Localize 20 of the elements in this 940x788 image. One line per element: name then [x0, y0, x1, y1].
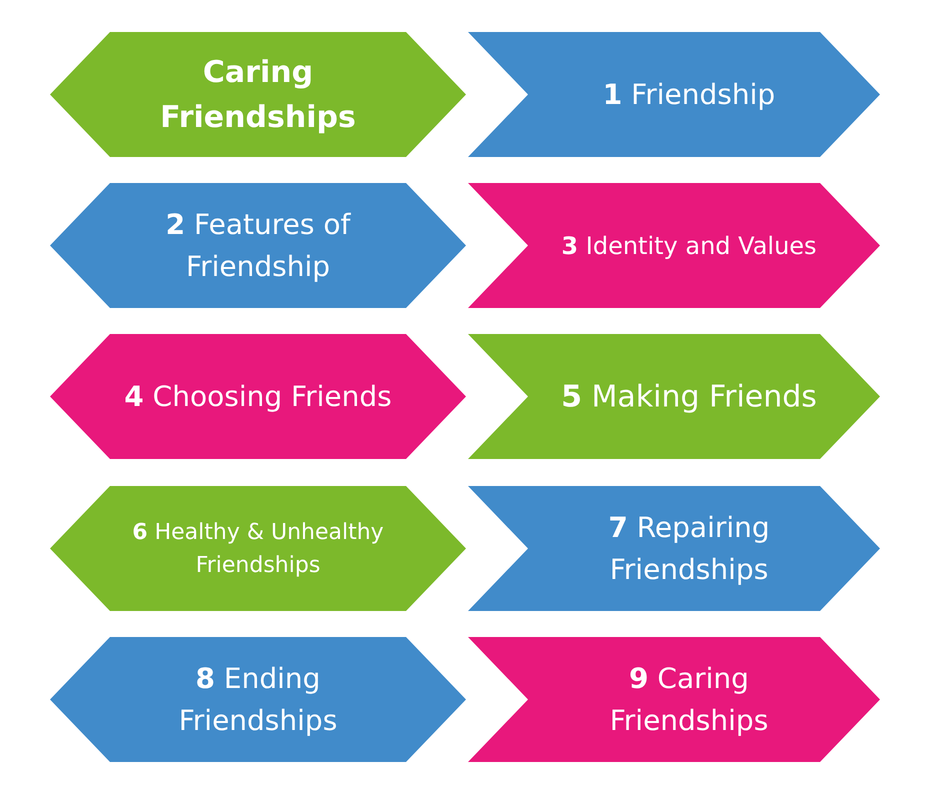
chevron-banner [468, 334, 880, 459]
banner-label: 7 Repairing Friendships [607, 510, 771, 588]
banner-label: 1 Friendship [602, 76, 776, 112]
banner-label: 8 Ending Friendships [178, 660, 338, 738]
banner-label: 6 Healthy & Unhealthy Friendships [131, 518, 385, 580]
banner-label: 4 Choosing Friends [123, 378, 393, 414]
chevron-banner [468, 486, 880, 611]
banner-label: 3 Identity and Values [560, 230, 818, 262]
banner-label: Caring Friendships [159, 54, 357, 136]
hexagon-banner [50, 183, 466, 308]
chevron-banner [468, 183, 880, 308]
banner-label: 5 Making Friends [560, 378, 818, 416]
hexagon-banner [50, 32, 466, 157]
hexagon-banner [50, 334, 466, 459]
banner-label: 9 Caring Friendships [608, 660, 770, 738]
hexagon-banner [50, 486, 466, 611]
chevron-banner [468, 32, 880, 157]
banner-label: 2 Features of Friendship [164, 206, 352, 284]
chevron-banner [468, 637, 880, 762]
hexagon-banner [50, 637, 466, 762]
